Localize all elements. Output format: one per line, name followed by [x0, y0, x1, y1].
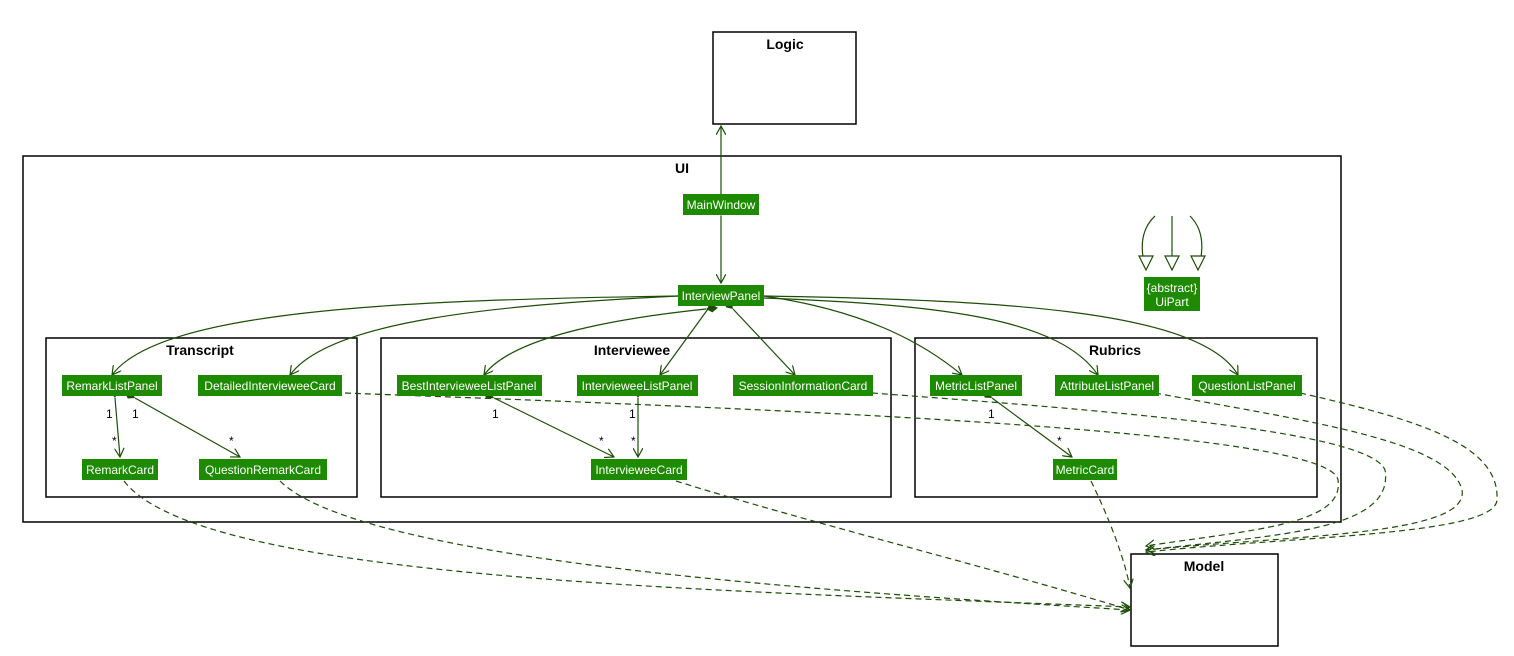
edge-interviewpanel-intervieweelist — [660, 309, 708, 375]
intervieweecard-label: IntervieweeCard — [595, 463, 682, 477]
dep-intervieweecard-model — [675, 480, 1130, 610]
dep-metriccard-model — [1090, 480, 1130, 588]
mult-questionremark-star: * — [229, 434, 234, 448]
dep-remarkcard-model — [123, 480, 1130, 607]
edge-generalization-left — [1142, 215, 1156, 270]
edge-metriclist-metriccard — [992, 398, 1072, 457]
mult-metriclist-1: 1 — [988, 407, 995, 421]
mult-remarkcard-star: * — [112, 434, 117, 448]
edge-remarklist-questionremarkcard — [135, 398, 240, 457]
class-sessioninformationcard: SessionInformationCard — [733, 375, 873, 396]
mult-intervieweelist-star: * — [631, 434, 636, 448]
logic-package-title: Logic — [766, 36, 804, 52]
edge-interviewpanel-metriclist — [764, 296, 962, 375]
class-questionlistpanel: QuestionListPanel — [1192, 375, 1302, 396]
mult-intervieweelist-1: 1 — [629, 407, 636, 421]
model-package: Model — [1130, 553, 1279, 647]
interviewee-package-title: Interviewee — [594, 342, 670, 358]
rubrics-package-title: Rubrics — [1089, 342, 1141, 358]
bestintervieweelistpanel-label: BestIntervieweeListPanel — [402, 379, 537, 393]
mult-bestlist-star: * — [599, 434, 604, 448]
class-metriclistpanel: MetricListPanel — [930, 375, 1022, 396]
class-intervieweelistpanel: IntervieweeListPanel — [577, 375, 698, 396]
multiplicity-labels: 1 1 * * 1 * 1 * 1 * — [106, 407, 1062, 448]
association-edges — [112, 126, 1238, 457]
edge-generalization-right — [1189, 215, 1202, 270]
mult-remarklist-questionremark-1: 1 — [132, 407, 139, 421]
mult-metriccard-star: * — [1057, 434, 1062, 448]
interviewpanel-label: InterviewPanel — [682, 289, 761, 303]
class-uipart: {abstract} UiPart — [1144, 277, 1200, 311]
edge-interviewpanel-attributelist — [763, 297, 1098, 375]
dep-attributelist-model — [1146, 392, 1463, 550]
edge-remarklist-remarkcard — [115, 398, 120, 457]
edge-bestlist-intervieweecard — [494, 398, 614, 457]
class-questionremarkcard: QuestionRemarkCard — [199, 459, 327, 480]
remarkcard-label: RemarkCard — [86, 463, 154, 477]
edge-interviewpanel-detailedinterviewee — [290, 295, 679, 375]
class-intervieweecard: IntervieweeCard — [591, 459, 687, 480]
questionlistpanel-label: QuestionListPanel — [1198, 379, 1295, 393]
class-attributelistpanel: AttributeListPanel — [1055, 375, 1159, 396]
dep-questionremarkcard-model — [279, 480, 1130, 610]
detailedintervieweecard-label: DetailedIntervieweeCard — [204, 379, 335, 393]
intervieweelistpanel-label: IntervieweeListPanel — [582, 379, 693, 393]
metriclistpanel-label: MetricListPanel — [935, 379, 1017, 393]
uipart-stereotype: {abstract} — [1147, 281, 1198, 295]
class-metriccard: MetricCard — [1053, 459, 1117, 480]
class-interviewpanel: InterviewPanel — [678, 285, 764, 306]
class-remarklistpanel: RemarkListPanel — [62, 375, 162, 396]
mult-bestlist-1: 1 — [492, 407, 499, 421]
sessioninformationcard-label: SessionInformationCard — [739, 379, 868, 393]
logic-package: Logic — [712, 31, 857, 125]
edge-interviewpanel-questionlist — [763, 295, 1238, 375]
dep-detailedinterviewee-model — [344, 392, 1339, 546]
model-package-title: Model — [1184, 558, 1224, 574]
class-bestintervieweelistpanel: BestIntervieweeListPanel — [397, 375, 542, 396]
dep-questionlist-model — [1146, 392, 1498, 552]
ui-package-title: UI — [675, 160, 689, 176]
attributelistpanel-label: AttributeListPanel — [1060, 379, 1154, 393]
mainwindow-label: MainWindow — [687, 198, 756, 212]
metriccard-label: MetricCard — [1056, 463, 1115, 477]
class-mainwindow: MainWindow — [683, 194, 759, 215]
class-detailedintervieweecard: DetailedIntervieweeCard — [198, 375, 342, 396]
uipart-label: UiPart — [1155, 295, 1189, 309]
mult-remarklist-remarkcard-1: 1 — [106, 407, 113, 421]
edge-interviewpanel-remarklistpanel — [112, 296, 678, 375]
transcript-package-title: Transcript — [166, 342, 234, 358]
class-remarkcard: RemarkCard — [82, 459, 158, 480]
remarklistpanel-label: RemarkListPanel — [66, 379, 157, 393]
questionremarkcard-label: QuestionRemarkCard — [205, 463, 321, 477]
